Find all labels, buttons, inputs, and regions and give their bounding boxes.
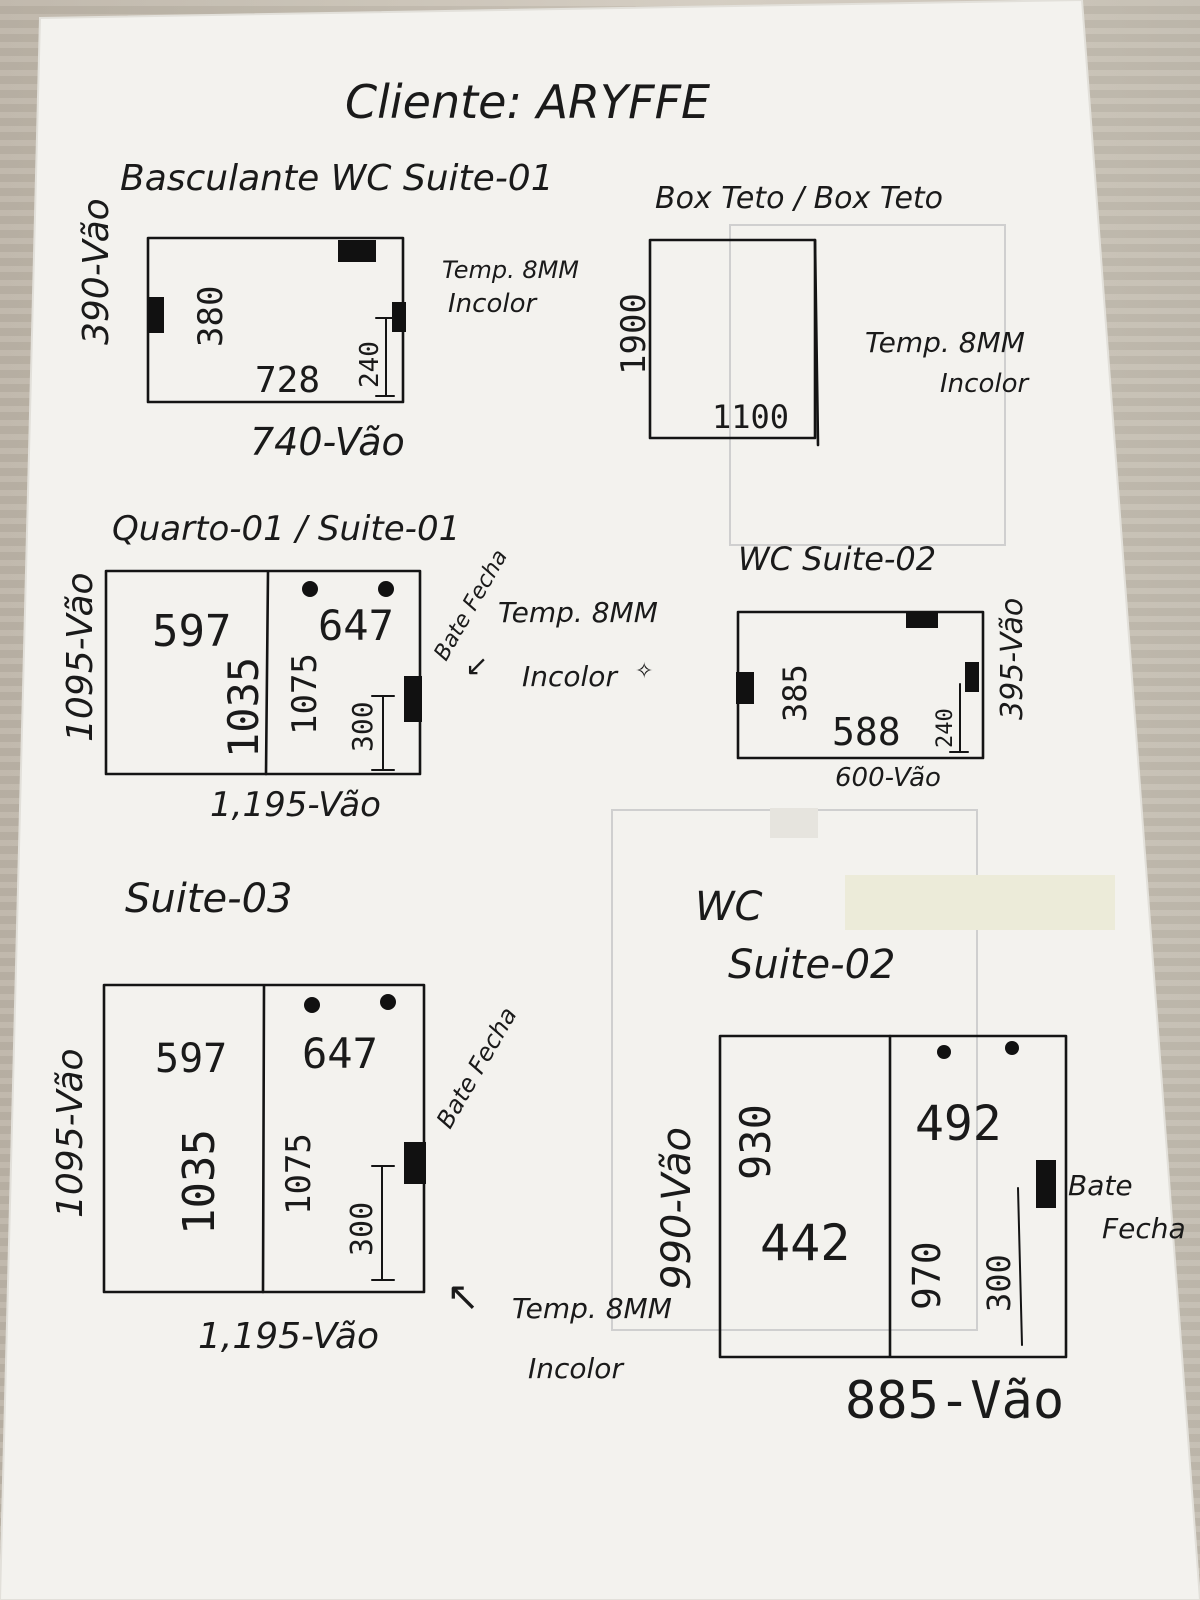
basculante-handle-height: 240 <box>355 341 385 388</box>
show-through-ghost-marks <box>611 224 1115 1331</box>
quarto-right-height: 1075 <box>285 653 325 735</box>
wc-suite02-door-width-vao: 885-Vão <box>845 1371 1064 1431</box>
wc-suite02-small-width-vao: 600-Vão <box>835 763 941 793</box>
box-teto-width: 1100 <box>712 398 789 436</box>
wc-suite02-door-frame <box>718 1034 1068 1359</box>
wc-suite02-small-height: 385 <box>776 664 814 722</box>
basculante-left-lock <box>148 297 164 333</box>
wc-suite02-small-handle-height: 240 <box>933 708 958 748</box>
wc-suite02-door-left-height: 930 <box>731 1104 780 1180</box>
suite03-lock <box>404 1142 426 1184</box>
basculante-height-vao: 390-Vão <box>76 198 117 345</box>
suite03-divider <box>261 984 266 1294</box>
wc-suite02-door-left-width: 442 <box>760 1214 850 1272</box>
quarto-panel: Quarto-01 / Suite-01 1095-Vão 597 1035 6… <box>60 509 658 825</box>
suite03-spec-line2: Incolor <box>528 1352 624 1385</box>
wc-suite02-small-title: WC Suite-02 <box>738 540 936 578</box>
quarto-left-width: 597 <box>152 606 231 657</box>
wc-suite02-door-height-vao: 990-Vão <box>654 1127 700 1290</box>
client-header: Cliente: ARYFFE <box>345 75 710 129</box>
suite03-width-vao: 1,195-Vão <box>198 1316 379 1357</box>
suite03-panel: Suite-03 1095-Vão 597 1035 647 1075 300 … <box>50 876 672 1385</box>
quarto-spec-line1: Temp. 8MM <box>498 596 658 629</box>
quarto-left-height: 1035 <box>219 657 268 758</box>
quarto-spec-line2: Incolor <box>522 660 618 693</box>
wc-suite02-door-right-width: 492 <box>915 1096 1002 1152</box>
suite03-right-height: 1075 <box>279 1133 319 1215</box>
basculante-spec-line2: Incolor <box>448 289 538 319</box>
basculante-height: 380 <box>191 286 231 347</box>
suite03-spec-line1: Temp. 8MM <box>512 1292 672 1325</box>
quarto-right-width: 647 <box>318 601 394 650</box>
box-teto-panel: Box Teto / Box Teto 1900 1100 Temp. 8MM … <box>614 181 1030 447</box>
wc-suite02-door-title-line1: WC <box>695 884 763 930</box>
box-teto-title: Box Teto / Box Teto <box>655 181 943 216</box>
quarto-arrow-icon: ↙ <box>465 649 488 682</box>
wc-suite02-door-bate-line2: Fecha <box>1102 1212 1186 1245</box>
basculante-width: 728 <box>255 360 320 401</box>
wc-suite02-door-lock <box>1036 1160 1056 1208</box>
suite03-left-height: 1035 <box>174 1129 225 1235</box>
wc-suite02-small-panel: WC Suite-02 385 588 240 600-Vão 395-Vão <box>736 540 1030 793</box>
wc-suite02-door-handle-height: 300 <box>980 1254 1018 1312</box>
suite03-title: Suite-03 <box>125 876 292 922</box>
quarto-handle-height: 300 <box>346 701 379 752</box>
basculante-title: Basculante WC Suite-01 <box>120 158 554 199</box>
wc-suite02-door-title-line2: Suite-02 <box>728 942 895 988</box>
wc-suite02-door-right-height: 970 <box>905 1241 949 1310</box>
quarto-lock <box>404 676 422 722</box>
quarto-width-vao: 1,195-Vão <box>210 785 381 825</box>
box-teto-frame <box>648 238 817 440</box>
wc-suite02-door-panel: WC Suite-02 990-Vão 930 442 492 970 300 … <box>654 884 1186 1431</box>
basculante-width-vao: 740-Vão <box>250 420 405 464</box>
suite03-right-width: 647 <box>302 1029 378 1078</box>
basculante-right-handle <box>392 302 406 332</box>
box-teto-spec-line2: Incolor <box>940 369 1030 399</box>
wc-suite02-small-height-vao: 395-Vão <box>995 598 1030 720</box>
suite03-height-vao: 1095-Vão <box>50 1048 91 1218</box>
quarto-title: Quarto-01 / Suite-01 <box>112 509 460 549</box>
wc-suite02-door-bate-line1: Bate <box>1068 1169 1133 1202</box>
box-teto-spec-line1: Temp. 8MM <box>865 326 1025 359</box>
wc-suite02-small-width: 588 <box>832 710 901 754</box>
box-teto-height: 1900 <box>614 293 654 375</box>
quarto-star-icon: ✧ <box>635 659 653 684</box>
quarto-frame <box>104 569 422 776</box>
basculante-top-hinge <box>338 240 376 262</box>
basculante-spec-line1: Temp. 8MM <box>442 256 579 284</box>
suite03-handle-height: 300 <box>345 1202 380 1256</box>
quarto-divider <box>264 570 270 776</box>
basculante-panel: Basculante WC Suite-01 390-Vão 380 728 2… <box>76 158 579 464</box>
suite03-left-width: 597 <box>155 1036 227 1082</box>
quarto-height-vao: 1095-Vão <box>60 572 101 742</box>
suite03-arrow-icon: ↖ <box>446 1274 480 1320</box>
